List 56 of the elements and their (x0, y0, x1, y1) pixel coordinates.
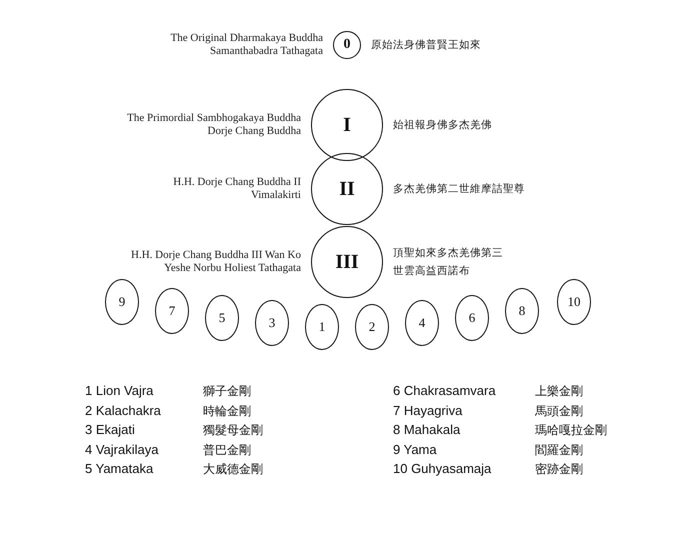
deity-name: 3 Ekajati (85, 422, 135, 437)
node-number: 3 (268, 315, 276, 331)
node-number: II (339, 178, 355, 200)
chinese-name: 大威德金剛 (203, 461, 263, 478)
node-number: 6 (468, 310, 476, 326)
deity-name: 6 Chakrasamvara (393, 383, 496, 398)
node-number: 10 (568, 294, 580, 310)
circle-node (311, 153, 383, 225)
node-number: 7 (168, 303, 176, 319)
english-title: H.H. Dorje Chang Buddha III Wan Ko Yeshe Norbu Holiest Tathagata (131, 249, 301, 275)
ellipse-node (405, 300, 439, 346)
node-number: 8 (518, 303, 526, 319)
deity-name: 5 Yamataka (85, 461, 154, 476)
node-number: 1 (318, 319, 326, 335)
deity-name: 10 Guhyasamaja (393, 461, 492, 476)
deity-name: 4 Vajrakilaya (85, 442, 158, 456)
ellipse-node (155, 288, 189, 334)
english-title: The Primordial Sambhogakaya Buddha Dorje Chang Buddha (126, 112, 301, 138)
node-number: I (343, 114, 351, 136)
ellipse-node (505, 288, 539, 334)
chinese-title: 始祖報身佛多杰羌佛 (393, 118, 493, 133)
deity-name: 2 Kalachakra (85, 402, 161, 418)
ellipse-node (455, 295, 489, 341)
node-number: 4 (418, 315, 426, 331)
chinese-name: 時輪金剛 (203, 402, 251, 420)
node-number: 5 (218, 310, 226, 326)
node-number: 9 (118, 294, 126, 310)
chinese-name: 獅子金剛 (203, 383, 251, 400)
ellipse-node (205, 295, 239, 341)
ellipse-node (105, 279, 139, 325)
deity-name: 7 Hayagriva (393, 402, 462, 418)
circle-node (311, 226, 383, 298)
chinese-name: 馬頭金剛 (535, 402, 583, 420)
chinese-title: 多杰羌佛第二世維摩詰聖尊 (393, 182, 526, 197)
english-title: H.H. Dorje Chang Buddha II Vimalakirti (172, 176, 301, 202)
circle-node (311, 89, 383, 161)
ellipse-node (557, 279, 591, 325)
english-title: The Original Dharmakaya Buddha Samanthabadra Tathagata (170, 32, 323, 58)
chinese-name: 瑪哈嘎拉金剛 (535, 422, 607, 439)
circle-node (333, 31, 361, 59)
ellipse-node (355, 304, 389, 350)
node-number: 0 (344, 37, 350, 53)
chinese-name: 普巴金剛 (203, 442, 251, 458)
node-number: 2 (368, 319, 376, 335)
node-number: III (335, 250, 359, 274)
deity-name: 1 Lion Vajra (85, 383, 154, 398)
chinese-name: 獨髮母金剛 (203, 422, 263, 439)
chinese-title: 頂聖如來多杰羌佛第三世雲高益西諾布 (393, 246, 503, 279)
deity-name: 8 Mahakala (393, 422, 460, 437)
deity-name: 9 Yama (393, 442, 437, 456)
chinese-title: 原始法身佛普賢王如來 (371, 38, 482, 53)
ellipse-node (305, 304, 339, 350)
chinese-name: 密跡金剛 (535, 461, 583, 478)
ellipse-node (255, 300, 289, 346)
chinese-name: 上樂金剛 (535, 383, 583, 400)
chinese-name: 閻羅金剛 (535, 442, 583, 458)
